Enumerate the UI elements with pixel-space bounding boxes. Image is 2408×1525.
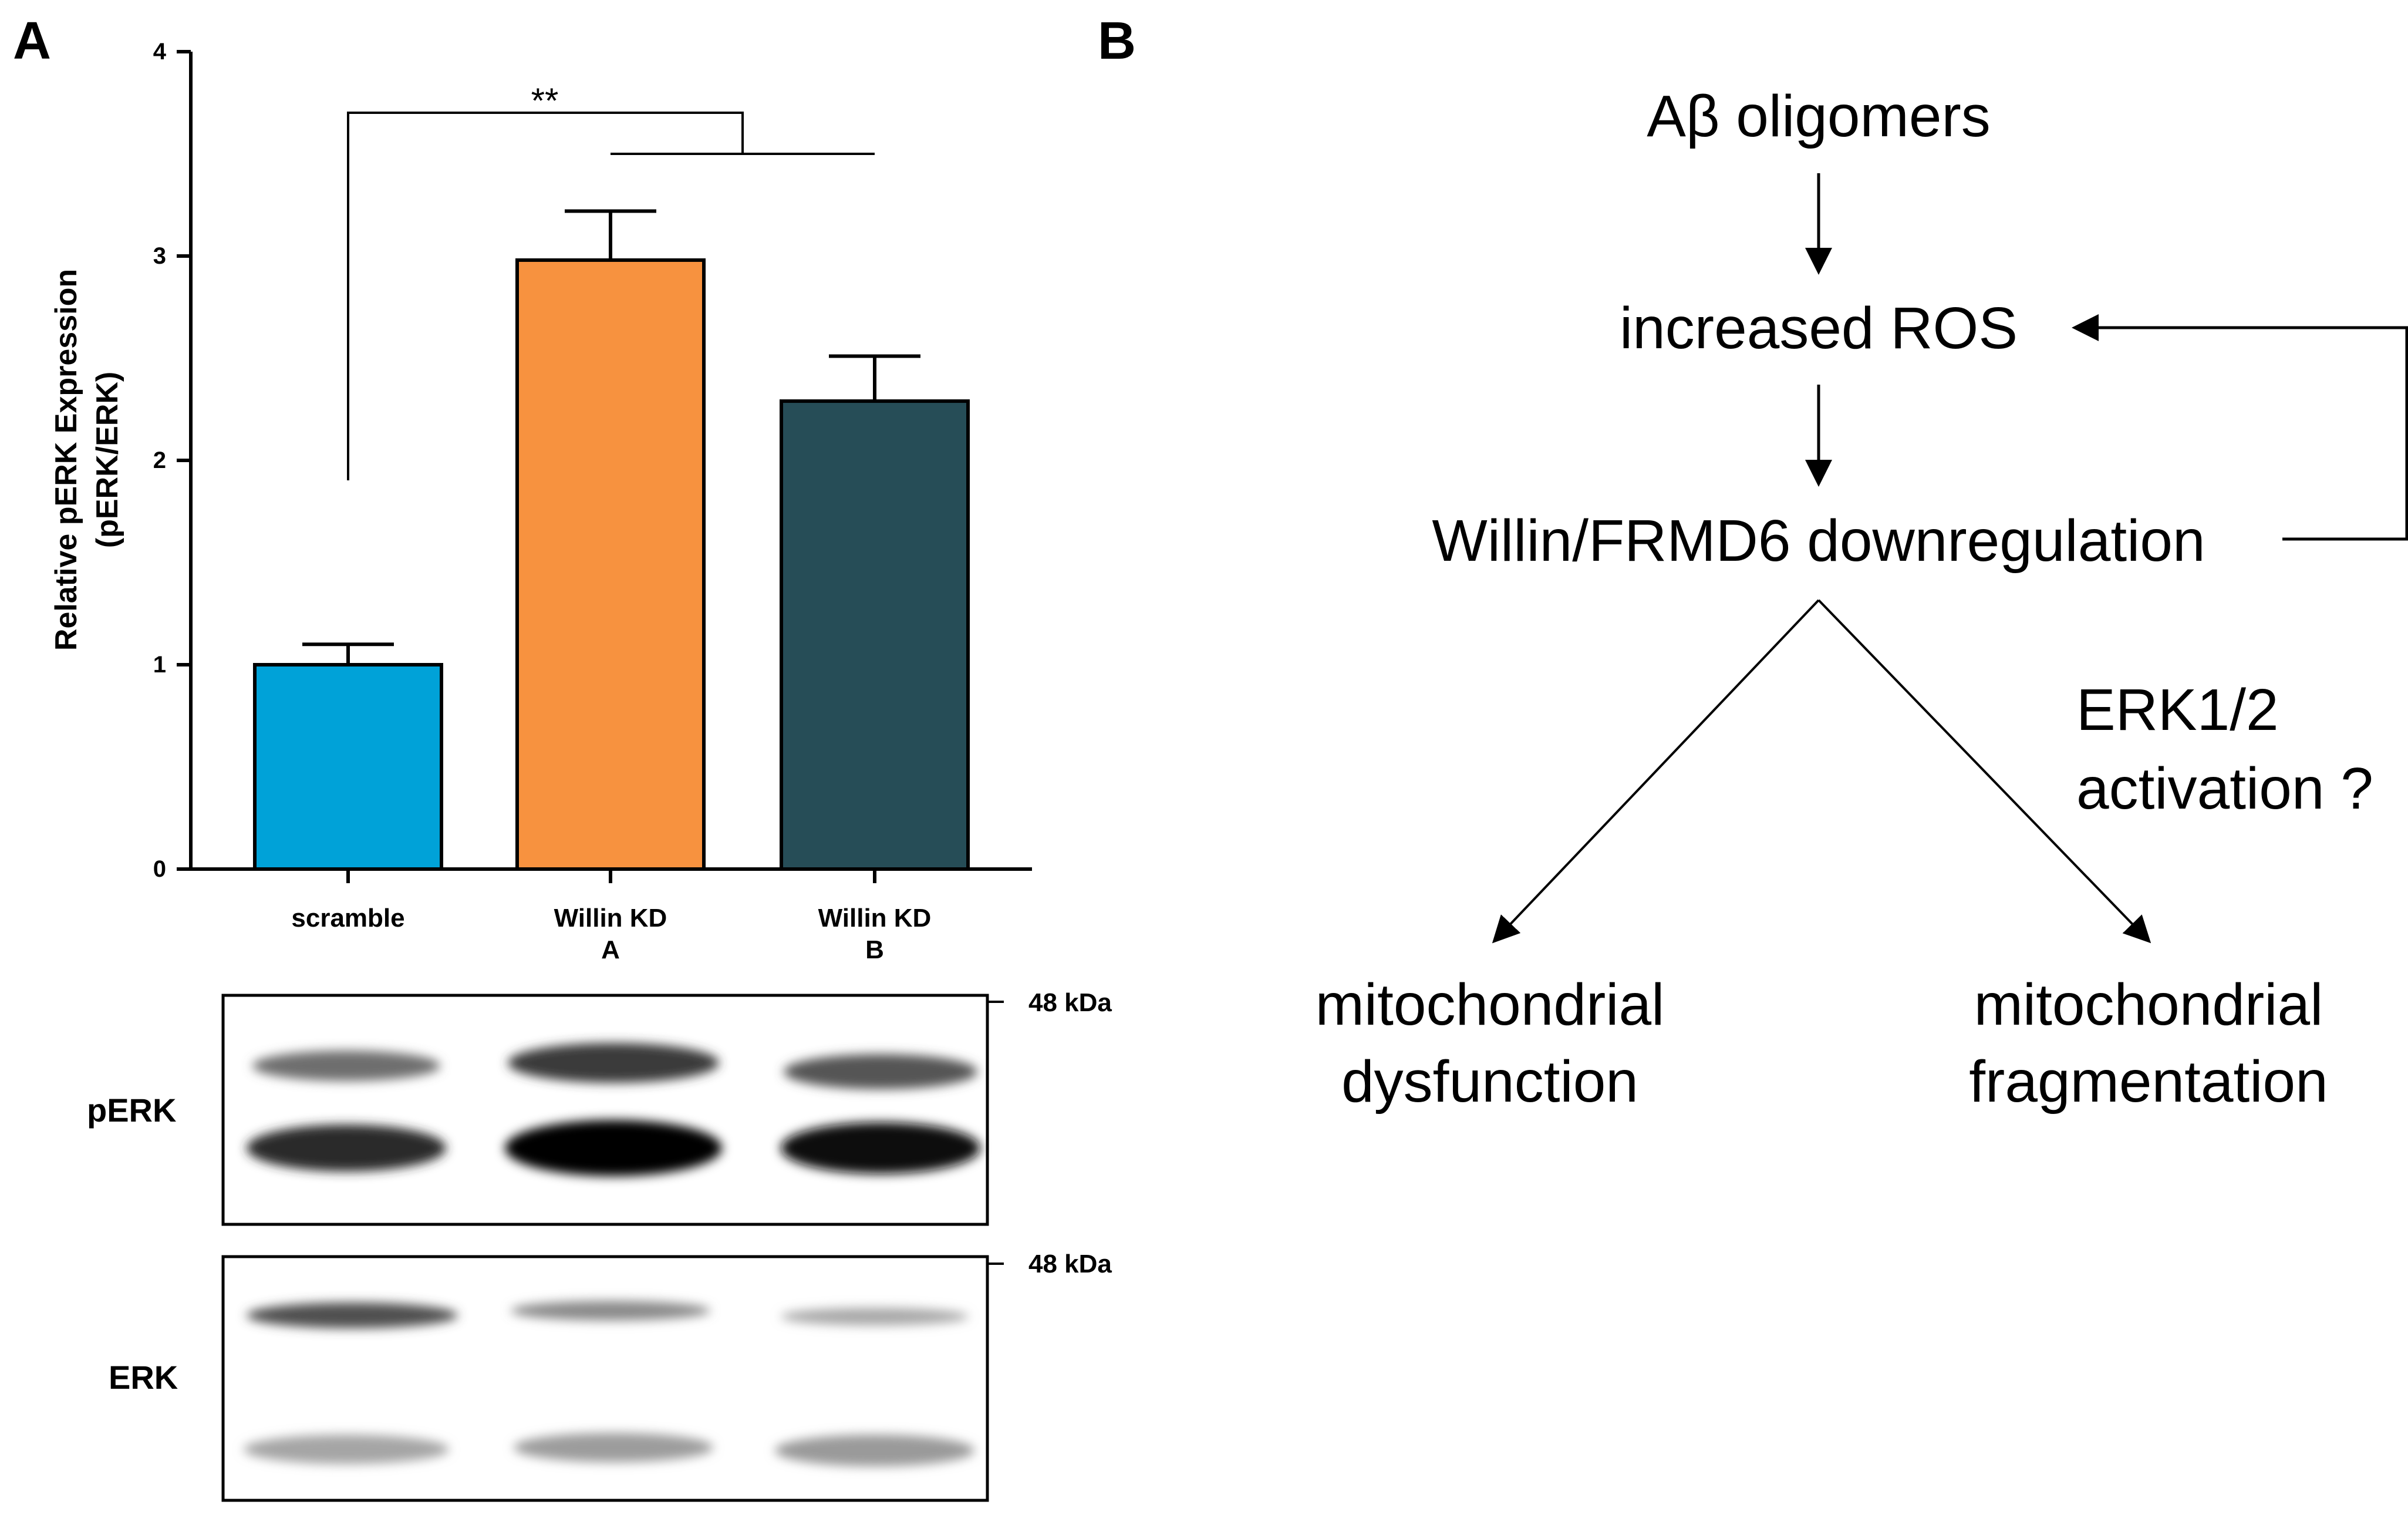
perk-band-upper-kd-b (784, 1054, 977, 1089)
y-tick-label: 1 (153, 652, 166, 678)
bars-group (253, 209, 970, 871)
bar-chart: Relative pERK Expression (pERK/ERK) 0 1 2 3… (49, 39, 1032, 964)
node-erk-activation-line1: ERK1/2 (2076, 677, 2279, 743)
perk-band-upper-scramble (252, 1051, 440, 1081)
panel-b-diagram: B Aβ oligomers increased ROS Willin/FRMD… (1098, 12, 2408, 1115)
significance-label: ** (531, 81, 559, 120)
arrow-willin-to-fragmentation (1817, 599, 2151, 944)
blot-erk-marker: 48 kDa (1028, 1250, 1112, 1278)
blot-erk-label: ERK (109, 1359, 178, 1396)
significance-bracket (347, 112, 875, 480)
panel-a-label: A (13, 12, 51, 70)
y-tick-label: 4 (153, 39, 167, 65)
bar (515, 258, 706, 871)
blot-erk-bands (244, 1301, 974, 1466)
perk-band-lower-kd-a (505, 1120, 722, 1176)
node-increased-ros: increased ROS (1620, 295, 2018, 361)
arrow-feedback-willin-to-ros (2072, 314, 2408, 541)
erk-band-lower-kd-a (514, 1433, 713, 1462)
y-axis-ticks: 0 1 2 3 4 (153, 39, 191, 882)
bar (780, 399, 970, 871)
blot-perk-label: pERK (87, 1092, 176, 1129)
perk-band-lower-kd-b (781, 1122, 980, 1174)
node-fragmentation-line1: mitochondrial (1974, 972, 2323, 1038)
x-tick-label-line2: B (865, 935, 884, 964)
erk-band-upper-kd-a (511, 1301, 710, 1321)
y-axis-title-line1: Relative pERK Expression (49, 269, 83, 651)
erk-band-lower-kd-b (775, 1435, 974, 1466)
erk-band-upper-scramble (247, 1302, 458, 1328)
node-dysfunction-line2: dysfunction (1341, 1049, 1638, 1115)
x-tick-label-line2: A (601, 935, 620, 964)
blot-perk-frame (221, 994, 989, 1226)
node-erk-activation-line2: activation ? (2076, 756, 2373, 822)
blot-perk-bands (247, 1043, 980, 1176)
node-dysfunction-line1: mitochondrial (1316, 972, 1665, 1038)
x-tick-label: Willin KD (554, 904, 667, 932)
perk-band-lower-scramble (247, 1125, 446, 1171)
y-tick-label: 0 (153, 856, 166, 882)
arrow-willin-to-dysfunction (1492, 599, 1820, 944)
bar (253, 663, 443, 871)
y-tick-label: 2 (153, 447, 166, 473)
blot-perk: 48 kDa pERK (87, 988, 1112, 1226)
blot-perk-marker: 48 kDa (1028, 988, 1112, 1017)
node-willin-downregulation: Willin/FRMD6 downregulation (1432, 508, 2205, 574)
node-fragmentation-line2: fragmentation (1969, 1049, 2328, 1115)
x-tick-label: scramble (291, 904, 404, 932)
y-tick-label: 3 (153, 243, 166, 269)
node-abeta-oligomers: Aβ oligomers (1647, 83, 1991, 149)
y-axis-title-line2: (pERK/ERK) (90, 372, 124, 548)
perk-band-upper-kd-a (508, 1043, 719, 1083)
panel-b-label: B (1098, 12, 1136, 70)
x-tick-label: Willin KD (818, 904, 932, 932)
erk-band-upper-kd-b (781, 1308, 969, 1325)
x-axis-labels: scramble Willin KD A Willin KD B (291, 869, 931, 964)
blot-erk: 48 kDa ERK (109, 1250, 1112, 1502)
erk-band-lower-scramble (244, 1435, 449, 1464)
